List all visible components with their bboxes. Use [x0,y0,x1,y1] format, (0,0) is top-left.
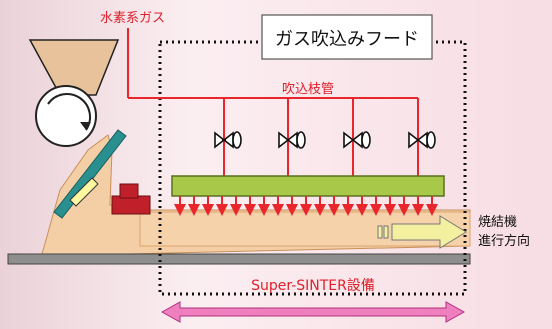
gas-hood-boundary [158,40,467,296]
hopper [28,39,120,96]
travel-direction-arrow [377,215,467,249]
gas-flow-arrows [174,196,438,216]
valve-icon [214,131,436,149]
gas-hood-label: ガス吹込みフード [275,29,419,50]
equipment-span-arrow [160,301,466,323]
sinter-direction-label-1: 焼結機 [478,215,517,230]
drum-rotation-icon [47,92,91,131]
conveyor-rail [7,253,471,265]
feed-block [111,183,151,215]
feed-ramp [53,129,127,219]
sinter-direction-label-2: 進行方向 [478,233,530,249]
injection-pipe-label: 吹込枝管 [282,82,334,97]
gas-injection-hood [171,175,445,197]
gas-supply-pipe [127,28,419,176]
gas-hood-label-box [261,14,433,60]
equipment-label: Super-SINTER設備 [251,278,375,294]
feed-drum [35,85,97,147]
hydrogen-gas-label: 水素系ガス [100,11,165,26]
